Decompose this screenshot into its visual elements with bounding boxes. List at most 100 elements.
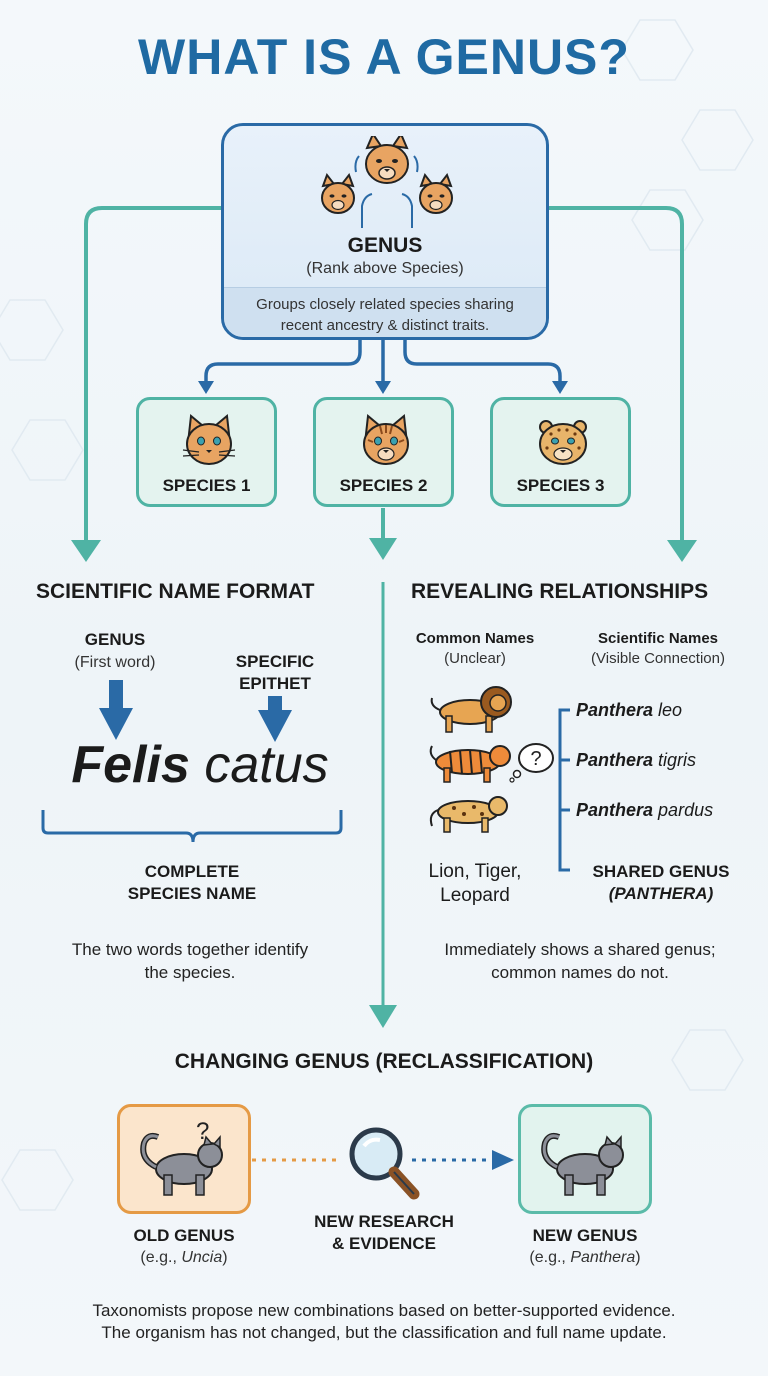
relationships-bracket <box>558 708 570 872</box>
page-title: WHAT IS A GENUS? <box>138 29 630 85</box>
connectors-genus-to-species <box>204 340 562 385</box>
old-suffix: ) <box>222 1249 228 1266</box>
complete-species-name-label: COMPLETE SPECIES NAME <box>92 862 292 904</box>
shared-line2: (PANTHERA) <box>608 884 714 903</box>
common-names-header: Common Names (Unclear) <box>400 630 550 667</box>
footer-line2: The organism has not changed, but the cl… <box>101 1323 667 1342</box>
format-genus-sub: (First word) <box>74 654 156 671</box>
shared-line1: SHARED GENUS <box>592 862 730 881</box>
wildcat-face-icon <box>363 414 409 465</box>
old-genus-example: (e.g., Uncia) <box>92 1249 276 1267</box>
research-line1: NEW RESEARCH <box>314 1212 454 1231</box>
genus-desc-line2: recent ancestry & distinct traits. <box>280 317 490 334</box>
snow-leopard-icon: ? <box>140 1118 223 1196</box>
leopard-icon <box>429 796 508 833</box>
research-line2: & EVIDENCE <box>332 1234 436 1253</box>
example-epithet-word: catus <box>204 736 329 794</box>
new-genus-box <box>518 1104 652 1214</box>
reclass-section-title: CHANGING GENUS (RECLASSIFICATION) <box>174 1050 594 1073</box>
genus-subtitle: (Rank above Species) <box>306 260 464 277</box>
new-suffix: ) <box>635 1249 641 1266</box>
species-label-2: SPECIES 2 <box>339 476 428 495</box>
connector-genus-to-relationships <box>549 206 684 545</box>
sci-epithet: tigris <box>658 750 697 770</box>
lion-icon <box>430 686 512 733</box>
epithet-down-arrow <box>258 710 292 742</box>
format-note-line2: the species. <box>144 963 236 982</box>
genus-desc-line1: Groups closely related species sharing <box>256 296 514 313</box>
connector-genus-to-format <box>84 206 221 545</box>
complete-line1: COMPLETE <box>144 862 240 881</box>
format-epithet-line1: SPECIFIC <box>235 652 315 671</box>
sci-genus: Panthera <box>576 700 654 720</box>
common-line1: Lion, Tiger, <box>428 861 522 882</box>
sci-epithet: pardus <box>658 800 714 820</box>
format-genus-annotation: GENUS (First word) <box>40 630 190 672</box>
cat-face-icon <box>182 414 236 465</box>
species-box-2: SPECIES 2 <box>313 397 454 507</box>
format-epithet-line2: EPITHET <box>239 674 311 693</box>
genus-box: GENUS (Rank above Species) Groups closel… <box>221 123 549 340</box>
leopard-face-icon <box>539 420 587 465</box>
old-genus-question: ? <box>196 1118 209 1145</box>
format-note-line1: The two words together identify <box>71 940 309 959</box>
format-genus-label: GENUS <box>84 630 146 649</box>
species-label-3: SPECIES 3 <box>516 476 605 495</box>
snow-leopard-icon <box>541 1132 624 1196</box>
new-example: Panthera <box>570 1249 636 1266</box>
new-genus-example: (e.g., Panthera) <box>493 1249 677 1267</box>
species-label-1: SPECIES 1 <box>162 476 251 495</box>
sci-header-label: Scientific Names <box>597 630 719 647</box>
arrowhead-relationships <box>667 540 697 562</box>
research-caption: NEW RESEARCH & EVIDENCE <box>292 1212 476 1254</box>
name-bracket <box>41 810 343 843</box>
old-genus-box: ? <box>117 1104 251 1214</box>
format-note: The two words together identify the spec… <box>20 938 360 984</box>
old-example: Uncia <box>181 1249 223 1266</box>
common-line2: Leopard <box>440 885 510 906</box>
relationships-note-line1: Immediately shows a shared genus; <box>444 940 716 959</box>
common-names-list: Lion, Tiger, Leopard <box>400 860 550 908</box>
sci-genus: Panthera <box>576 750 654 770</box>
example-genus-word: Felis <box>71 736 190 794</box>
background-hex-pattern <box>0 19 754 1211</box>
common-header-label: Common Names <box>415 630 535 647</box>
question-bubble-icon: ? <box>509 743 554 783</box>
format-epithet-annotation: SPECIFIC EPITHET <box>205 652 345 694</box>
new-genus-caption: NEW GENUS (e.g., Panthera) <box>493 1226 677 1267</box>
new-genus-label: NEW GENUS <box>532 1226 638 1245</box>
old-prefix: (e.g., <box>140 1249 182 1266</box>
sci-epithet: leo <box>658 700 683 720</box>
sci-header-sub: (Visible Connection) <box>591 650 725 667</box>
genus-down-arrow <box>99 708 133 740</box>
old-genus-caption: OLD GENUS (e.g., Uncia) <box>92 1226 276 1267</box>
complete-line2: SPECIES NAME <box>127 884 257 903</box>
format-section-title: SCIENTIFIC NAME FORMAT <box>36 580 315 603</box>
genus-label: GENUS <box>347 234 423 257</box>
new-prefix: (e.g., <box>529 1249 571 1266</box>
relationships-note-line2: common names do not. <box>491 963 669 982</box>
footer-line1: Taxonomists propose new combinations bas… <box>92 1301 676 1320</box>
arrowhead-species2 <box>369 538 397 560</box>
cat-faces-group-icon <box>321 136 453 228</box>
genus-description: Groups closely related species sharing r… <box>224 287 546 337</box>
species-box-3: SPECIES 3 <box>490 397 631 507</box>
magnifier-icon <box>349 1127 420 1200</box>
big-cats-illustration <box>429 686 512 833</box>
sci-name-tigris: Panthera tigris <box>576 750 696 771</box>
sci-name-leo: Panthera leo <box>576 700 682 721</box>
arrowhead-reclass <box>369 1005 397 1028</box>
old-genus-label: OLD GENUS <box>133 1226 235 1245</box>
tiger-icon <box>429 745 511 783</box>
sci-genus: Panthera <box>576 800 654 820</box>
common-header-sub: (Unclear) <box>444 650 506 667</box>
arrowhead-new-genus <box>492 1150 514 1170</box>
relationships-section-title: REVEALING RELATIONSHIPS <box>411 580 709 603</box>
species-box-1: SPECIES 1 <box>136 397 277 507</box>
sci-name-pardus: Panthera pardus <box>576 800 713 821</box>
relationships-note: Immediately shows a shared genus; common… <box>400 938 760 984</box>
footer-note: Taxonomists propose new combinations bas… <box>0 1300 768 1344</box>
question-mark: ? <box>530 748 541 770</box>
scientific-name-example: Felis catus <box>40 735 360 795</box>
